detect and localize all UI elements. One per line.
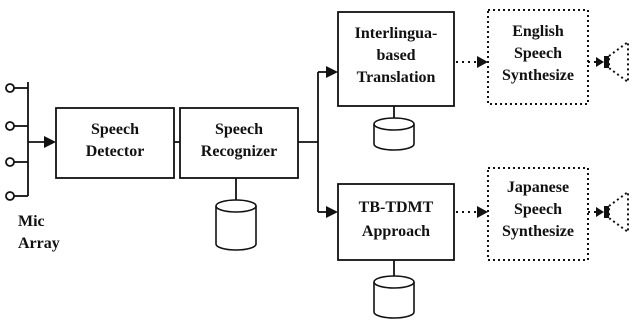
arrow-head	[44, 136, 56, 148]
arrow-head	[477, 56, 488, 68]
database-cylinder-icon	[215, 199, 257, 251]
tb-tdmt-label: TB-TDMT	[359, 199, 434, 216]
arrow-head	[326, 66, 338, 78]
tb-tdmt-label: Approach	[362, 223, 430, 240]
speech-detector-label: Detector	[86, 143, 145, 160]
database-cylinder-icon	[373, 117, 415, 151]
english-synthesize-box: English Speech Synthesize	[487, 9, 589, 105]
microphone-icon	[5, 157, 15, 167]
microphone-icon	[5, 191, 15, 201]
japanese-synth-label: Speech	[514, 201, 562, 218]
speech-recognizer-label: Speech	[215, 121, 263, 138]
speech-detector-box: Speech Detector	[55, 107, 175, 179]
speech-detector-label: Speech	[91, 121, 139, 138]
interlingua-label: based	[376, 47, 415, 64]
microphone-icon	[5, 83, 15, 93]
english-synth-label: English	[512, 23, 564, 40]
tb-tdmt-approach-box: TB-TDMT Approach	[337, 183, 455, 261]
speech-recognizer-label: Recognizer	[201, 143, 277, 160]
interlingua-label: Translation	[357, 69, 436, 86]
speech-recognizer-box: Speech Recognizer	[179, 107, 299, 179]
japanese-synth-label: Japanese	[507, 179, 569, 196]
mic-label: Mic	[18, 213, 45, 230]
interlingua-label: Interlingua-	[355, 25, 438, 42]
english-synth-label: Synthesize	[502, 67, 574, 84]
arrow-head	[477, 206, 488, 218]
mic-label: Array	[18, 235, 60, 252]
speaker-icon	[596, 190, 629, 234]
japanese-synthesize-box: Japanese Speech Synthesize	[487, 167, 589, 261]
english-synth-label: Speech	[514, 45, 562, 62]
arrow-head	[326, 206, 338, 218]
microphone-icon	[5, 121, 15, 131]
mic-array: Mic Array	[5, 82, 60, 252]
japanese-synth-label: Synthesize	[502, 223, 574, 240]
speaker-icon	[596, 40, 629, 84]
database-cylinder-icon	[373, 275, 415, 319]
interlingua-translation-box: Interlingua- based Translation	[337, 11, 455, 107]
